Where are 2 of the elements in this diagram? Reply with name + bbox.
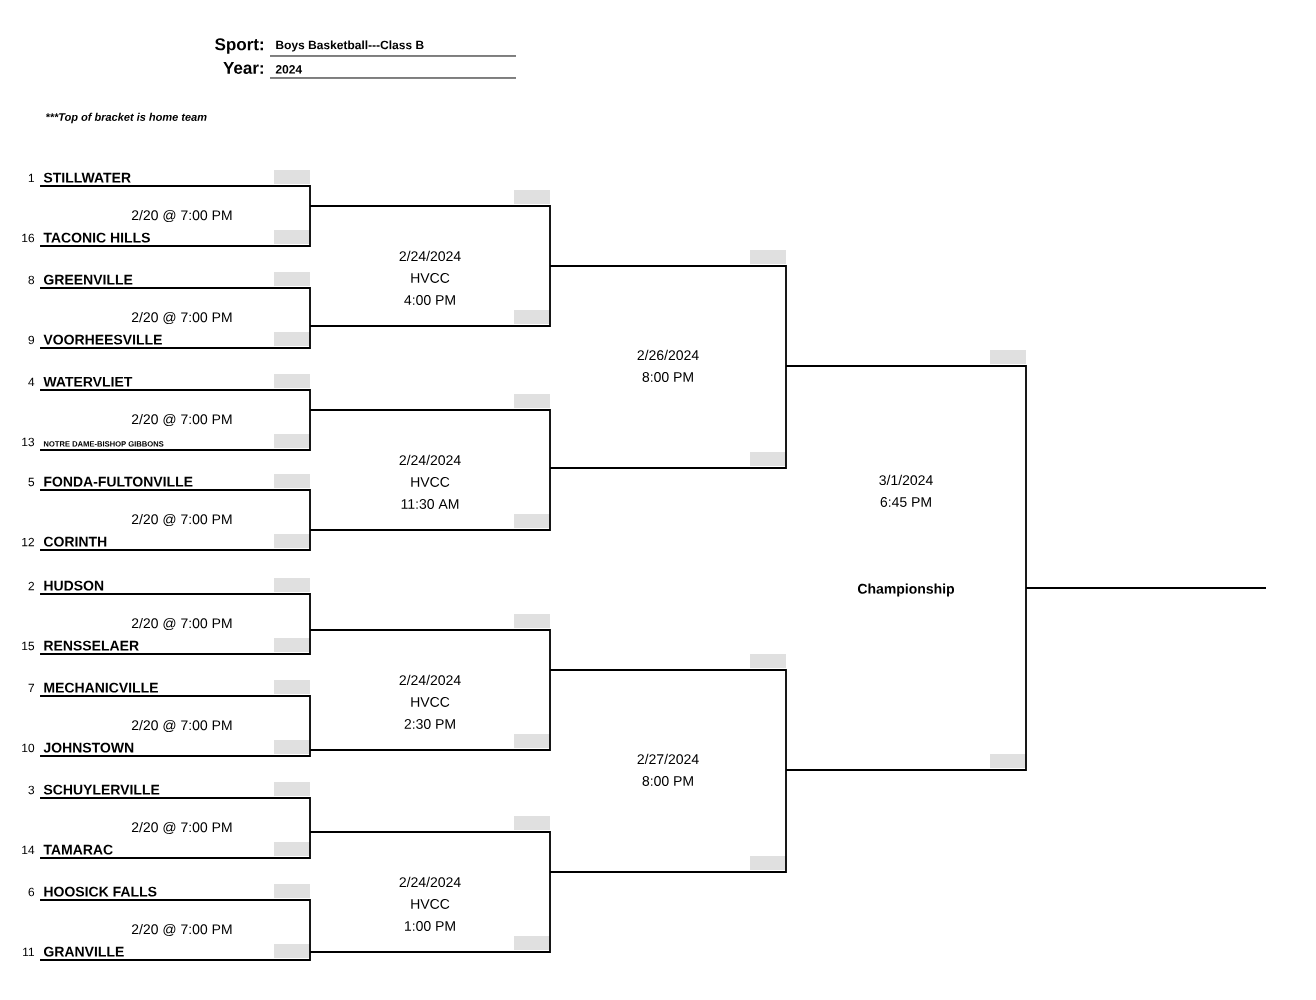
field-label: Sport: bbox=[215, 38, 263, 54]
field-label: Year: bbox=[223, 62, 263, 74]
